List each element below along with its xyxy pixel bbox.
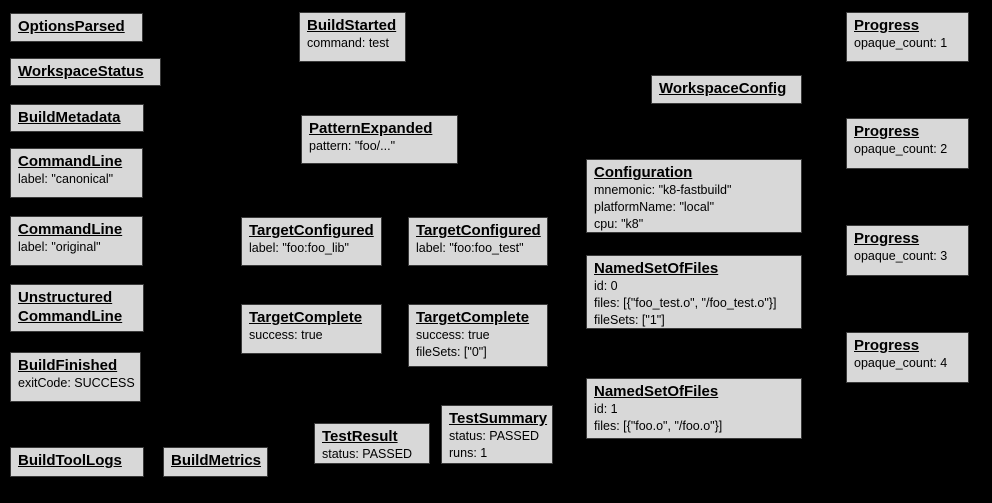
event-title: WorkspaceConfig [659, 80, 787, 97]
event-title: TargetConfigured [249, 222, 374, 239]
event-box-test-summary: TestSummary status: PASSED runs: 1 [441, 405, 553, 464]
event-title: Configuration [594, 164, 693, 181]
event-field: id: 0 [594, 279, 618, 293]
event-title: CommandLine [18, 221, 123, 238]
event-box-build-metrics: BuildMetrics [163, 447, 268, 477]
event-field: pattern: "foo/..." [309, 139, 396, 153]
event-title: TargetComplete [249, 309, 363, 326]
event-title: TestResult [322, 428, 398, 445]
event-field: label: "foo:foo_lib" [249, 241, 349, 255]
event-box-target-complete-test: TargetComplete success: true fileSets: ["0… [408, 304, 548, 367]
event-field: id: 1 [594, 402, 618, 416]
event-box-workspace-status: WorkspaceStatus [10, 58, 161, 86]
event-box-target-configured-foo-test: TargetConfigured label: "foo:foo_test" [408, 217, 548, 266]
event-box-target-configured-foo-lib: TargetConfigured label: "foo:foo_lib" [241, 217, 382, 266]
event-field: label: "foo:foo_test" [416, 241, 524, 255]
event-field: files: [{"foo.o", "/foo.o"}] [594, 419, 723, 433]
event-box-pattern-expanded: PatternExpanded pattern: "foo/..." [301, 115, 458, 164]
event-field: opaque_count: 1 [854, 36, 948, 50]
event-field: exitCode: SUCCESS [18, 376, 135, 390]
event-box-command-line-canonical: CommandLine label: "canonical" [10, 148, 143, 198]
event-box-unstructured-command-line: Unstructured CommandLine [10, 284, 144, 332]
event-box-workspace-config: WorkspaceConfig [651, 75, 802, 104]
event-field: label: "canonical" [18, 172, 114, 186]
event-box-options-parsed: OptionsParsed [10, 13, 143, 42]
event-box-progress-3: Progress opaque_count: 3 [846, 225, 969, 276]
event-field: success: true [249, 328, 323, 342]
event-title: Progress [854, 230, 920, 247]
event-field: label: "original" [18, 240, 101, 254]
event-title: CommandLine [18, 153, 123, 170]
event-title: TargetComplete [416, 309, 530, 326]
event-field: platformName: "local" [594, 200, 715, 214]
event-title: BuildToolLogs [18, 452, 122, 469]
event-title: PatternExpanded [309, 120, 433, 137]
event-box-progress-2: Progress opaque_count: 2 [846, 118, 969, 169]
event-field: opaque_count: 2 [854, 142, 948, 156]
event-title: BuildStarted [307, 17, 397, 34]
event-box-command-line-original: CommandLine label: "original" [10, 216, 143, 266]
event-title: BuildMetrics [171, 452, 262, 469]
event-field: status: PASSED [322, 447, 413, 461]
event-title: BuildMetadata [18, 109, 121, 126]
event-title: TargetConfigured [416, 222, 541, 239]
event-title: Progress [854, 337, 920, 354]
event-title: OptionsParsed [18, 18, 125, 35]
event-field: status: PASSED [449, 429, 540, 443]
event-box-build-started: BuildStarted command: test [299, 12, 406, 62]
event-field: opaque_count: 4 [854, 356, 948, 370]
event-field: fileSets: ["0"] [416, 345, 487, 359]
event-box-named-set-of-files-1: NamedSetOfFiles id: 1 files: [{"foo.o", "/… [586, 378, 802, 439]
event-title: WorkspaceStatus [18, 63, 144, 80]
event-field: command: test [307, 36, 389, 50]
event-title: TestSummary [449, 410, 548, 427]
event-box-configuration: Configuration mnemonic: "k8-fastbuild" pla… [586, 159, 802, 233]
event-box-target-complete-lib: TargetComplete success: true [241, 304, 382, 354]
event-title: NamedSetOfFiles [594, 260, 719, 277]
event-field: opaque_count: 3 [854, 249, 948, 263]
event-title: Progress [854, 123, 920, 140]
event-field: cpu: "k8" [594, 217, 644, 231]
event-box-progress-1: Progress opaque_count: 1 [846, 12, 969, 62]
event-title: Unstructured CommandLine [18, 289, 123, 325]
event-field: success: true [416, 328, 490, 342]
event-box-build-finished: BuildFinished exitCode: SUCCESS [10, 352, 141, 402]
event-box-test-result: TestResult status: PASSED [314, 423, 430, 464]
event-box-build-metadata: BuildMetadata [10, 104, 144, 132]
event-title: NamedSetOfFiles [594, 383, 719, 400]
event-field: fileSets: ["1"] [594, 313, 665, 327]
event-box-named-set-of-files-0: NamedSetOfFiles id: 0 files: [{"foo_test.o… [586, 255, 802, 329]
event-box-build-tool-logs: BuildToolLogs [10, 447, 144, 477]
event-title: Progress [854, 17, 920, 34]
event-field: mnemonic: "k8-fastbuild" [594, 183, 732, 197]
event-title: BuildFinished [18, 357, 118, 374]
event-box-progress-4: Progress opaque_count: 4 [846, 332, 969, 383]
event-field: runs: 1 [449, 446, 488, 460]
event-field: files: [{"foo_test.o", "/foo_test.o"}] [594, 296, 777, 310]
